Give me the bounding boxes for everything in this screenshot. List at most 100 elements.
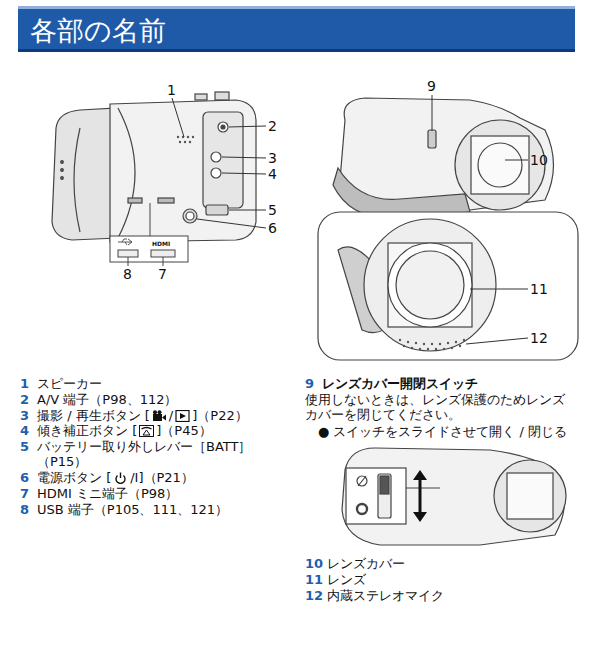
hdmi-port <box>158 198 174 203</box>
battery-lever <box>206 205 228 215</box>
open-symbol-slash <box>358 476 366 486</box>
camera-body <box>110 100 256 242</box>
av-jack <box>218 122 228 132</box>
leader-line <box>163 257 164 266</box>
lcd-dot <box>61 177 64 180</box>
tilt-button <box>211 168 221 178</box>
usb-symbol <box>118 239 132 245</box>
microphone-grille-part <box>407 341 409 343</box>
movie-icon-part <box>157 410 161 414</box>
part-description: / <box>169 408 173 423</box>
callout-number: 9 <box>427 78 436 94</box>
leader-line <box>466 338 528 344</box>
item-number: 10 <box>305 556 323 571</box>
part-description: 撮影 / 再生ボタン [ <box>37 408 150 423</box>
hand-strap <box>333 168 470 218</box>
part-description: 傾き補正ボタン [ <box>37 423 137 438</box>
lens-inset <box>318 212 578 360</box>
switch-illustration <box>342 448 566 545</box>
leader-lines <box>172 98 266 228</box>
port-inset <box>110 203 188 266</box>
lens-ring <box>478 143 522 187</box>
usb-port <box>128 198 142 203</box>
leader-line <box>432 95 433 131</box>
inset-frame <box>110 236 188 262</box>
item-number: 11 <box>305 572 323 587</box>
port-marking: HDMI <box>152 240 170 247</box>
callout-number: 12 <box>530 330 548 346</box>
part-description: ]（P45） <box>156 423 211 438</box>
item-line: 撮影 / 再生ボタン [ / ]（P22） <box>37 408 248 423</box>
speaker-holes <box>177 136 194 143</box>
speaker-holes-part <box>184 141 186 143</box>
callout-number: 6 <box>268 220 277 236</box>
hinge-arc <box>118 108 135 238</box>
part-description: HDMI ミニ端子（P98） <box>37 486 178 501</box>
leader-lines-part <box>197 219 266 228</box>
movie-icon-part <box>153 414 162 421</box>
microphone-grille-part <box>435 348 437 350</box>
microphone-grille-part <box>447 342 449 344</box>
lens-outer <box>388 243 472 327</box>
part-description: 使用しないときは、レンズ保護のためレンズカバーを閉じてください。 <box>305 392 577 422</box>
movie-icon-part <box>162 415 166 421</box>
leader-line <box>505 160 528 161</box>
part-description: 電源ボタン [ <box>37 470 111 485</box>
microphone-grille-part <box>399 339 401 341</box>
leader-lines-part <box>229 210 266 211</box>
part-description: /I]（P21） <box>130 470 194 485</box>
microphone-grille-part <box>427 348 429 350</box>
cover-switch <box>428 130 436 148</box>
lcd-dot <box>61 169 64 172</box>
item-number: 1 <box>20 376 29 391</box>
item-number: 3 <box>20 408 29 423</box>
movie-icon-part <box>153 410 157 414</box>
tilt-icon <box>139 425 154 437</box>
lcd-panel <box>52 108 118 240</box>
lens-inner <box>396 251 464 319</box>
lens-housing <box>494 460 566 532</box>
part-description: レンズカバー開閉スイッチ <box>322 376 478 391</box>
tilt-icon-part <box>143 430 150 435</box>
leader-line <box>150 203 151 236</box>
item-number: 4 <box>20 423 29 438</box>
part-description: レンズカバー <box>327 556 405 571</box>
microphone-grille-part <box>451 347 453 349</box>
hdmi-port-detail <box>151 250 175 257</box>
closed-symbol <box>357 504 367 514</box>
part-description: スピーカー <box>37 376 102 391</box>
record-play-button <box>211 152 221 162</box>
item-number: 5 <box>20 439 29 454</box>
speaker-holes-part <box>189 141 191 143</box>
item-number: 8 <box>20 502 29 517</box>
microphone-grille-part <box>431 343 433 345</box>
leader-lines-part <box>229 126 266 127</box>
speaker-holes-part <box>187 136 189 138</box>
page-title: 各部の名前 <box>18 6 575 52</box>
microphone-grille-part <box>459 345 461 347</box>
part-description: A/V 端子（P98、112） <box>37 392 178 407</box>
leader-line <box>128 257 129 266</box>
lcd-dot <box>61 161 64 164</box>
leader-lines-part <box>222 157 266 158</box>
item-number: 6 <box>20 470 29 485</box>
leader-line <box>470 289 528 290</box>
callout-number: 3 <box>268 150 277 166</box>
lens-cover <box>507 473 553 519</box>
part-description: ]（P22） <box>192 408 247 423</box>
callout-number: 4 <box>268 166 277 182</box>
usb-port-detail <box>118 250 138 257</box>
item-line: 電源ボタン [ /I]（P21） <box>37 470 194 485</box>
lens-housing <box>364 219 496 351</box>
item-number: 2 <box>20 392 29 407</box>
item-number: 9 <box>305 376 314 391</box>
arrow-head <box>413 470 427 522</box>
double-arrow <box>419 478 422 514</box>
item-number: 7 <box>20 486 29 501</box>
open-symbol <box>357 476 367 486</box>
leader-lines-part <box>222 173 266 174</box>
lcd-curve <box>74 128 80 232</box>
microphone-grille-part <box>439 343 441 345</box>
part-description: バッテリー取り外しレバー［BATT］（P15） <box>37 439 282 469</box>
callout-number: 10 <box>530 152 548 168</box>
